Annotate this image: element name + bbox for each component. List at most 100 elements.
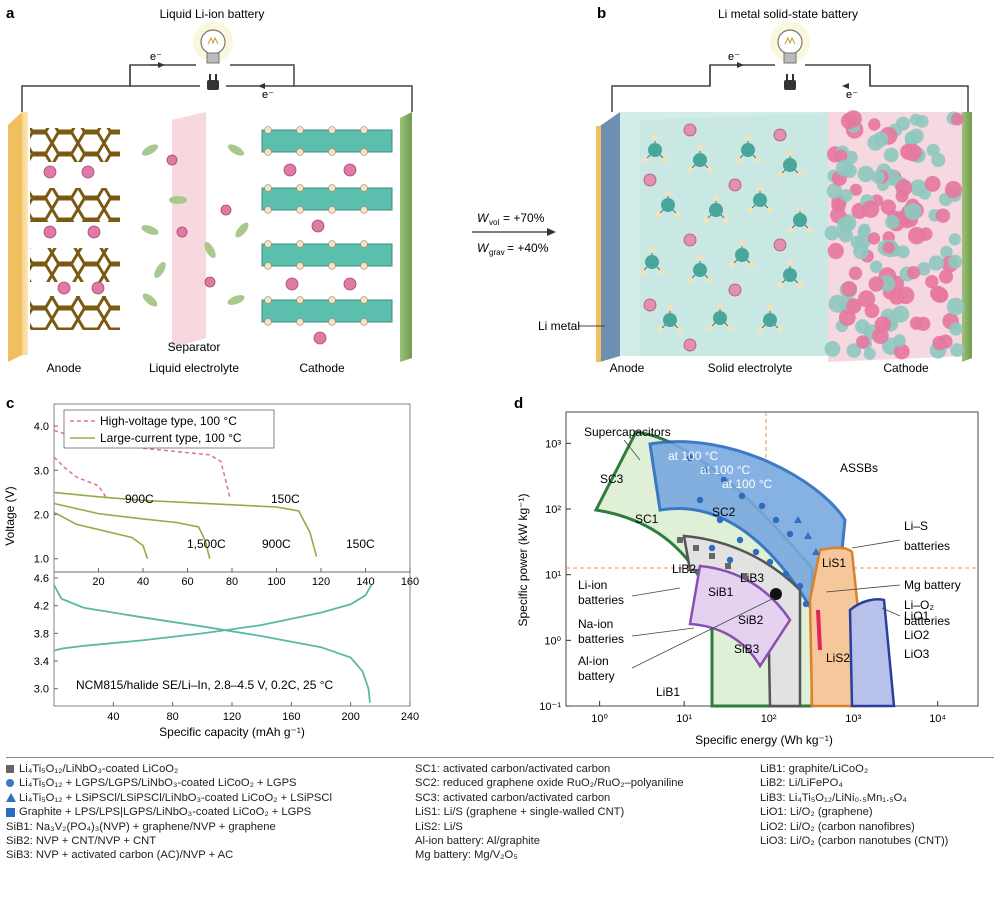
d-label-sc2: SC2 [712, 505, 736, 519]
d-label-lis1: LiS1 [822, 556, 846, 570]
d-ytick-label: 10³ [545, 438, 561, 450]
legend-column-1: Li₄Ti₅O₁₂/LiNbO₃-coated LiCoO₂ Li₄Ti₅O₁₂… [6, 762, 332, 863]
lithium-ions-anode [43, 165, 105, 295]
panel-b-letter: b [597, 5, 606, 22]
legend-item: LiO1: Li/O₂ (graphene) [760, 806, 873, 819]
d-label-lio3: LiO3 [904, 647, 930, 661]
assb-point [720, 476, 728, 484]
d-label-sib2: SiB2 [738, 613, 764, 627]
d-label-lis-1: Li–S [904, 519, 928, 533]
c-top-xtick-label: 100 [267, 576, 285, 588]
series-charge-line [53, 584, 373, 652]
c-bottom-ytick-label: 4.2 [34, 601, 49, 613]
d-label-sib3: SiB3 [734, 642, 760, 656]
plug-icon [784, 74, 796, 90]
assb-point [686, 454, 694, 462]
d-label-alion-1: Al-ion [578, 654, 609, 668]
c-bottom-ytick-label: 3.0 [34, 684, 49, 696]
annot-150C-hv: 150C [271, 492, 300, 506]
c-bottom-xtick-label: 160 [282, 711, 300, 723]
d-xtick-label: 10¹ [676, 713, 692, 725]
d-label-lib3: LiB3 [740, 571, 764, 585]
c-bottom-xtick-label: 40 [107, 711, 119, 723]
d-label-lib2: LiB2 [672, 562, 696, 576]
al-ion-marker [770, 588, 782, 600]
w-grav-sub: grav [489, 248, 505, 257]
legend-item: LiS2: Li/S [415, 820, 463, 833]
d-label-lis-2: batteries [904, 539, 950, 553]
blue-triangle-icon [6, 793, 16, 803]
d-label-naion-1: Na-ion [578, 617, 613, 631]
d-ytick-label: 10⁻¹ [539, 701, 561, 713]
legend-item: LiB1: graphite/LiCoO₂ [760, 763, 869, 775]
d-label-alion-2: battery [578, 669, 615, 683]
d-label-at100-3: at 100 °C [722, 477, 772, 491]
w-vol-sub: vol [489, 218, 499, 227]
assb-triangle [812, 548, 820, 555]
assb-point [782, 570, 790, 578]
c-bottom-ytick-label: 3.4 [34, 656, 49, 668]
legend-item: Li₄Ti₅O₁₂ + LSiPSCl/LSiPSCl/LiNbO₃-coate… [6, 791, 332, 805]
d-ylabel: Specific power (kW kg⁻¹) [516, 493, 530, 626]
legend-item: LiB2: Li/LiFePO₄ [760, 777, 843, 790]
annot-900C-hv: 900C [125, 492, 154, 506]
electrolyte-molecules [141, 144, 249, 307]
d-label-assbs: ASSBs [840, 461, 878, 475]
d-label-lio1: LiO1 [904, 609, 930, 623]
lib-point [741, 573, 747, 579]
legend-item: LiB3: Li₄Ti₅O₁₂/LiNi₀.₅Mn₁.₅O₄ [760, 791, 907, 804]
legend-item: Li₄Ti₅O₁₂/LiNbO₃-coated LiCoO₂ [6, 762, 332, 776]
d-xlabel: Specific energy (Wh kg⁻¹) [695, 733, 833, 747]
c-top-xtick-label: 120 [312, 576, 330, 588]
c-xlabel: Specific capacity (mAh g⁻¹) [159, 725, 305, 739]
legend-large-current: Large-current type, 100 °C [100, 431, 242, 445]
c-top-xtick-label: 20 [92, 576, 104, 588]
assb-point [766, 558, 774, 566]
legend-item: SiB1: Na₃V₂(PO₄)₃(NVP) + graphene/NVP + … [6, 820, 276, 833]
legend-item: LiS1: Li/S (graphene + single-walled CNT… [415, 806, 625, 819]
assb-point [726, 556, 734, 564]
panel-a: a Liquid Li-ion battery e⁻ e⁻ [6, 5, 413, 375]
c-bottom-ytick-label: 3.8 [34, 628, 49, 640]
legend-item: SiB2: NVP + CNT/NVP + CNT [6, 834, 157, 847]
cathode-particles [824, 110, 965, 360]
series-discharge-line [53, 584, 371, 703]
w-grav-symbol: W [477, 241, 490, 255]
annot-900C-lc: 900C [262, 537, 291, 551]
d-xtick-label: 10² [761, 713, 777, 725]
cathode-layers [261, 126, 393, 345]
assb-point [752, 548, 760, 556]
d-ytick-label: 10² [545, 504, 561, 516]
d-label-at100-1: at 100 °C [668, 449, 718, 463]
c-top-ytick-label: 1.0 [34, 554, 49, 566]
assb-point [786, 530, 794, 538]
c-top-xtick-label: 60 [181, 576, 193, 588]
label-liquid-electrolyte: Liquid electrolyte [149, 361, 239, 375]
panel-c-letter: c [6, 395, 14, 412]
c-bottom-ytick-label: 4.6 [34, 573, 49, 585]
legend-column-3: LiB1: graphite/LiCoO₂ LiB2: Li/LiFePO₄ L… [760, 762, 948, 848]
w-grav-value: = +40% [507, 241, 549, 255]
lib-point [693, 545, 699, 551]
cathode-current-collector [400, 112, 412, 362]
d-label-lio2-1: Li–O₂ [904, 598, 934, 612]
separator [172, 112, 206, 348]
d-label-sc1: SC1 [635, 512, 659, 526]
series-high-voltage-line [53, 456, 109, 500]
lib-point [725, 563, 731, 569]
series-large-current-line [53, 502, 211, 559]
blue-circle-icon [6, 779, 14, 788]
lightbulb-icon [193, 22, 233, 64]
electron-label-bottom: e⁻ [262, 89, 274, 101]
legend-item: Li₄Ti₅O₁₂ + LGPS/LGPS/LiNbO₃-coated LiCo… [6, 776, 332, 790]
w-vol-value: = +70% [503, 211, 545, 225]
electrolyte-tetrahedra [639, 123, 813, 352]
d-label-mg: Mg battery [904, 578, 961, 592]
c-ylabel: Voltage (V) [3, 486, 17, 545]
blue-square-icon [6, 807, 15, 817]
legend-item: Graphite + LPS/LPS|LGPS/LiNbO₃-coated Li… [6, 805, 332, 819]
c-top-ytick-label: 2.0 [34, 510, 49, 522]
